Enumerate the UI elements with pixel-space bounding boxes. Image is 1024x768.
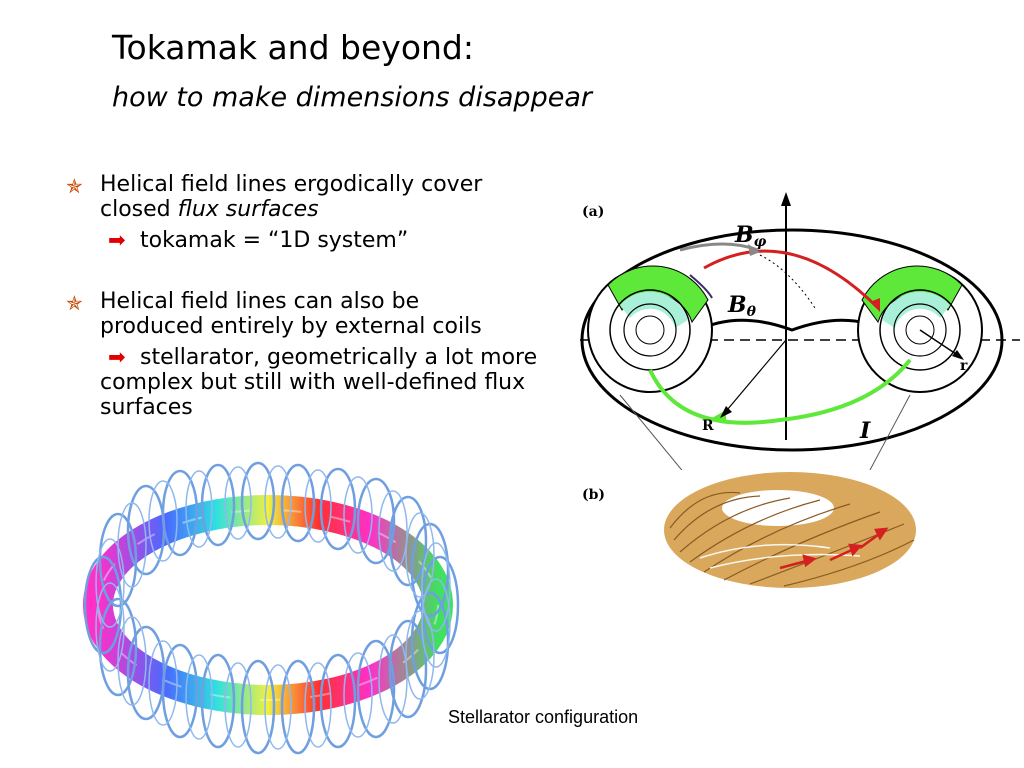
coil-torus-image: [664, 472, 916, 588]
red-field-arrow: [703, 249, 880, 310]
image-caption: Stellarator configuration: [448, 707, 639, 727]
current-label: I: [859, 418, 871, 444]
bullet-1-line1: Helical field lines ergodically cover: [100, 172, 483, 197]
bullet-2-line1: Helical field lines can also be: [100, 289, 420, 314]
right-cross-section: [857, 265, 983, 393]
b-theta-label: Bθ: [727, 292, 757, 320]
bullet-item-2: ✯ Helical field lines can also be produc…: [60, 289, 580, 339]
sub-bullet-1-text: tokamak = “1D system”: [140, 228, 409, 253]
sub-bullet-2-text: stellarator, geometrically a lot more co…: [100, 345, 538, 420]
green-current-arrow: [648, 358, 912, 425]
slide-subtitle: how to make dimensions disappear: [112, 82, 592, 113]
minor-radius-label: r: [960, 358, 968, 374]
panel-a-label: (a): [582, 204, 605, 220]
panel-b-label: (b): [582, 487, 606, 503]
bullet-list: ✯ Helical field lines ergodically cover …: [60, 172, 580, 420]
bullet-1-emphasis: flux surfaces: [177, 197, 319, 222]
right-arrow-icon: ➡: [108, 228, 126, 252]
left-cross-section: [587, 265, 713, 393]
red-helical-arrows: [779, 527, 889, 570]
b-phi-label: Bφ: [734, 222, 767, 250]
sub-bullet-1: ➡ tokamak = “1D system”: [60, 228, 580, 253]
slide-title: Tokamak and beyond:: [112, 28, 474, 67]
bullet-item-1: ✯ Helical field lines ergodically cover …: [60, 172, 580, 222]
tokamak-diagram: Bφ Bθ r R I: [580, 192, 1020, 470]
star-bullet-icon: ✯: [66, 174, 83, 198]
star-bullet-icon: ✯: [66, 291, 83, 315]
bullet-1-line2: closed: [100, 197, 178, 222]
right-arrow-icon: ➡: [108, 345, 126, 369]
major-radius-label: R: [702, 418, 714, 434]
sub-bullet-2: ➡ stellarator, geometrically a lot more …: [60, 345, 580, 420]
stellarator-image: [83, 461, 460, 755]
bullet-2-line2: produced entirely by external coils: [100, 314, 482, 339]
